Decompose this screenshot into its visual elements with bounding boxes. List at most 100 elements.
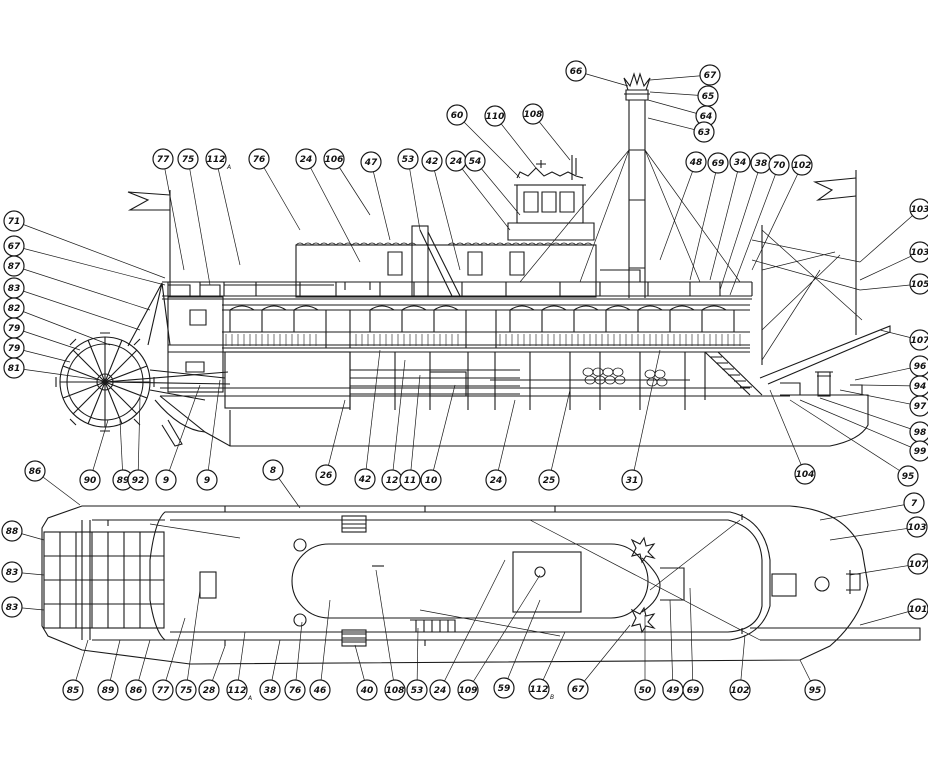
callout-number: 89 — [117, 476, 130, 486]
engine-housing — [429, 371, 467, 397]
leader-line-103 — [829, 526, 918, 541]
callout-bubble — [906, 516, 928, 538]
callout-bubble — [399, 469, 421, 491]
callout-number: 77 — [157, 686, 170, 696]
callout-number: 75 — [180, 686, 193, 696]
stern-flag — [127, 191, 171, 211]
callout-103: 103 — [909, 198, 928, 220]
callout-40: 40 — [356, 679, 378, 701]
callout-42: 42 — [421, 150, 443, 172]
callout-bubble — [125, 679, 147, 701]
callout-bubble — [485, 469, 507, 491]
callout-number: 75 — [182, 155, 195, 165]
callout-bubble — [421, 150, 443, 172]
callout-bubble — [97, 679, 119, 701]
callout-53: 53 — [397, 148, 419, 170]
leader-line-7 — [819, 502, 915, 521]
callout-number: 83 — [6, 568, 19, 578]
callout-number: 103 — [911, 205, 928, 215]
callout-bubble — [909, 241, 928, 263]
callout-24: 24 — [485, 469, 507, 491]
callout-bubble — [24, 460, 46, 482]
leader-line-95 — [789, 399, 909, 477]
callout-number: 102 — [731, 686, 750, 696]
callout-number: 103 — [911, 248, 928, 258]
callout-103: 103 — [906, 516, 928, 538]
leader-line-38 — [719, 162, 762, 291]
callout-number: 46 — [313, 686, 327, 696]
callout-50: 50 — [634, 679, 656, 701]
callout-number: 86 — [130, 686, 143, 696]
leader-line-92 — [137, 397, 141, 481]
callout-bubble — [538, 469, 560, 491]
callout-bubble — [484, 105, 506, 127]
leader-line-77 — [162, 617, 186, 691]
callout-number: 104 — [796, 470, 815, 480]
callout-number: 95 — [902, 472, 915, 482]
leader-line-60 — [456, 114, 521, 179]
leader-line-112 — [215, 158, 241, 266]
leader-line-83 — [13, 287, 141, 331]
callout-bubble — [565, 60, 587, 82]
callout-bubble — [309, 679, 331, 701]
callout-number: 24 — [490, 476, 503, 486]
callout-number: 60 — [451, 111, 464, 121]
leader-line-70 — [729, 164, 780, 296]
plan-ventilator-2 — [293, 613, 307, 627]
callout-24: 24 — [429, 679, 451, 701]
leader-lines — [11, 70, 921, 691]
callout-number: 96 — [914, 362, 927, 372]
stairway — [419, 229, 461, 297]
paddle-wheel-guard — [149, 369, 226, 433]
callout-bubble — [897, 465, 919, 487]
callout-bubble — [464, 150, 486, 172]
plan-stack-breeching — [641, 557, 661, 613]
leader-line-103 — [859, 251, 921, 281]
callout-number: 98 — [914, 428, 927, 438]
callout-bubble — [699, 64, 721, 86]
callout-bubble — [909, 440, 928, 462]
callout-number: 24 — [434, 686, 447, 696]
callout-69: 69 — [682, 679, 704, 701]
callout-number: 31 — [626, 476, 639, 486]
callout-bubble — [907, 598, 928, 620]
callout-bubble — [685, 151, 707, 173]
callout-bubble — [397, 148, 419, 170]
leader-line-11 — [409, 374, 421, 481]
callout-number: 107 — [909, 560, 928, 570]
leader-line-24 — [455, 160, 511, 231]
callout-107: 107 — [907, 553, 928, 575]
callout-8: 8 — [262, 459, 284, 481]
callout-suffix: A — [226, 164, 231, 171]
callout-9: 9 — [196, 469, 218, 491]
callout-108: 108 — [522, 103, 544, 125]
callout-number: 42 — [358, 475, 372, 485]
pitman-arm — [104, 371, 231, 385]
plan-paddle-wheel — [43, 519, 165, 641]
callout-38: 38 — [750, 152, 772, 174]
callout-number: 79 — [8, 344, 21, 354]
callout-bubble — [621, 469, 643, 491]
leader-line-48 — [659, 161, 697, 261]
callout-number: 101 — [909, 605, 928, 615]
callout-24: 24 — [445, 150, 467, 172]
callout-42: 42 — [354, 468, 376, 490]
callout-bubble — [406, 679, 428, 701]
callout-76: 76 — [248, 148, 270, 170]
callout-number: 82 — [8, 304, 21, 314]
callout-number: 12 — [386, 476, 399, 486]
callout-number: 112 — [530, 685, 549, 695]
callout-number: 92 — [132, 476, 145, 486]
callout-number: 53 — [402, 155, 415, 165]
callout-bubble — [707, 152, 729, 174]
callout-bubble — [493, 677, 515, 699]
callout-number: 48 — [689, 158, 703, 168]
callout-34: 34 — [729, 151, 751, 173]
leader-line-82 — [13, 307, 111, 346]
lower-deck-house — [224, 351, 351, 409]
leader-line-76 — [258, 158, 301, 231]
callout-83: 83 — [1, 561, 23, 583]
callout-number: 25 — [543, 476, 556, 486]
